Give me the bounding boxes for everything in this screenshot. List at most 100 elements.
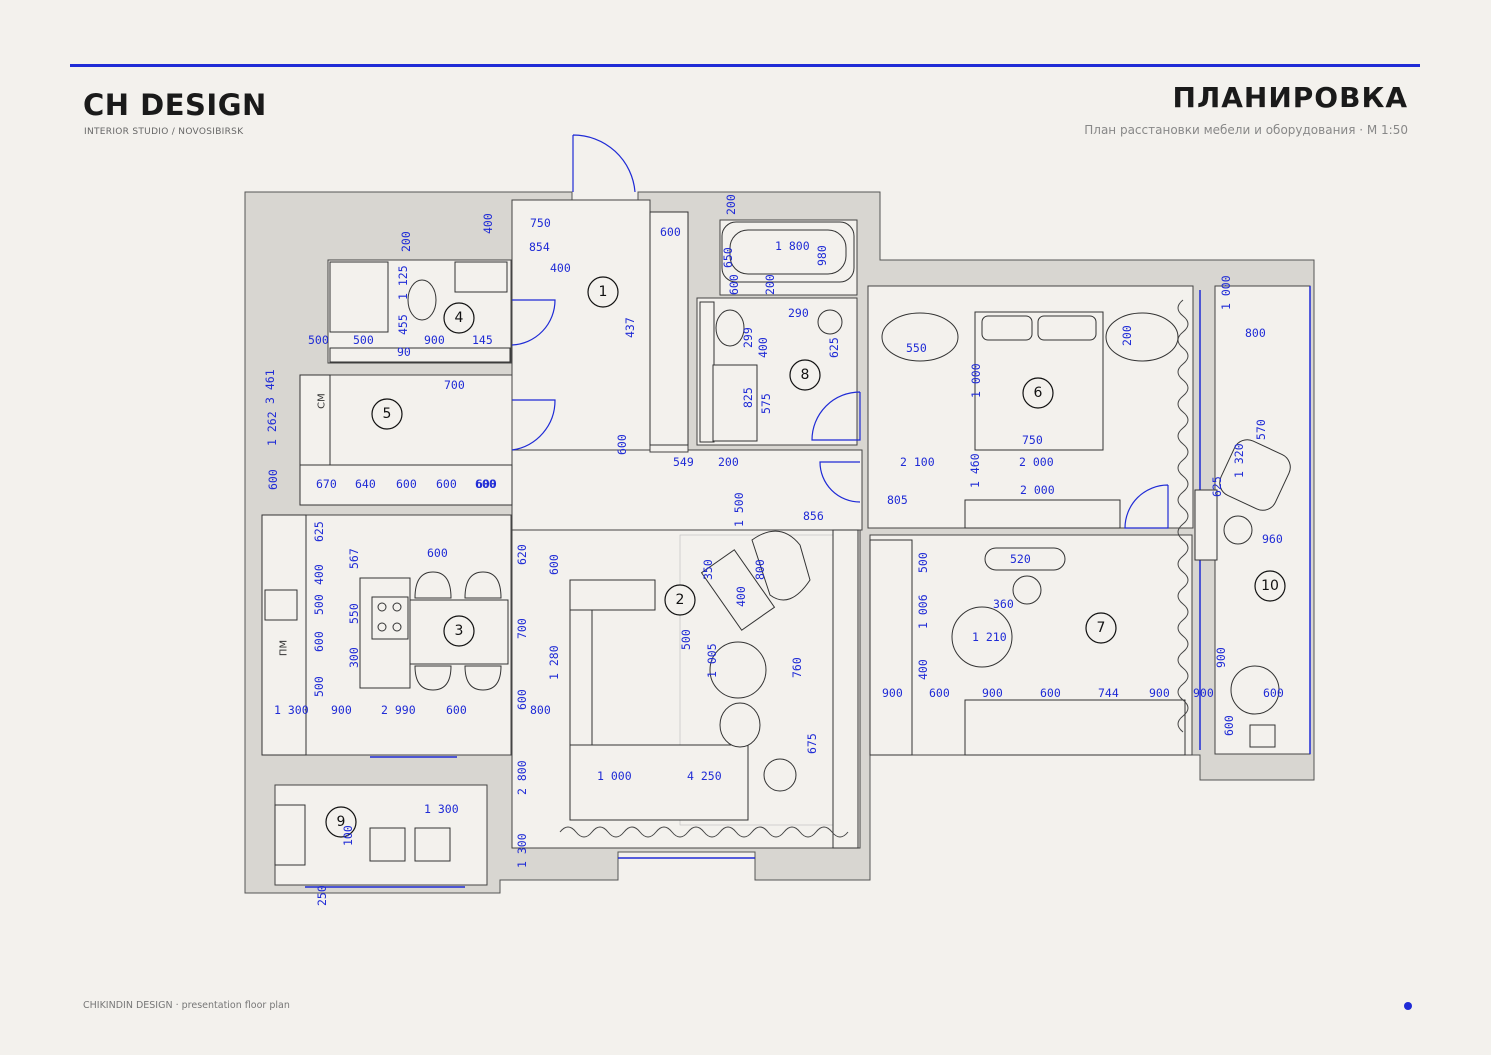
dimension-label: 250 — [315, 885, 329, 906]
dimension-label: 550 — [347, 603, 361, 624]
dimension-label: 600 — [727, 274, 741, 295]
room-number: 4 — [455, 310, 464, 326]
dimension-label: 200 — [399, 231, 413, 252]
dimension-label: 360 — [993, 597, 1014, 611]
dimension-label: 1 006 — [916, 594, 930, 629]
dimension-label: 600 — [475, 477, 496, 491]
dimension-label: 640 — [355, 477, 376, 491]
dimension-label: 750 — [530, 216, 551, 230]
dimension-label: 900 — [331, 703, 352, 717]
dimension-label: 1 000 — [1219, 275, 1233, 310]
dimension-label: 800 — [753, 559, 767, 580]
dimension-label: 900 — [1193, 686, 1214, 700]
dimension-label: 1 300 — [515, 833, 529, 868]
dimension-label: 1 320 — [1232, 443, 1246, 478]
dimension-label: 744 — [1098, 686, 1119, 700]
room-marker-8 — [789, 359, 821, 391]
room-9-furniture — [274, 804, 451, 866]
room-number: 1 — [599, 284, 608, 300]
dimension-label: 437 — [623, 317, 637, 338]
dimension-label: 625 — [312, 521, 326, 542]
dimension-label: 600 — [547, 554, 561, 575]
bedroom-furniture — [881, 311, 1179, 529]
room-number: 9 — [337, 814, 346, 830]
dimension-label: 700 — [515, 618, 529, 639]
room-number: 3 — [455, 623, 464, 639]
dimension-label: 400 — [312, 564, 326, 585]
dimension-label: 600 — [312, 631, 326, 652]
dimension-label: 600 — [427, 546, 448, 560]
dimension-label: 575 — [759, 393, 773, 414]
dimension-label: 1 320 — [0, 0, 35, 3]
brand-subtitle: INTERIOR STUDIO / NOVOSIBIRSK — [84, 127, 244, 137]
doors — [511, 134, 1169, 529]
dimension-label: 980 — [815, 245, 829, 266]
dimension-label: 670 — [316, 477, 337, 491]
dimension-label: 200 — [1120, 325, 1134, 346]
room-number: 2 — [676, 592, 685, 608]
brand-logo: CH DESIGN — [83, 88, 267, 122]
room-7-furniture — [869, 539, 1186, 756]
dishwasher-label: ПМ — [279, 640, 290, 656]
room-marker-9 — [325, 806, 357, 838]
dimension-label: 570 — [1254, 419, 1268, 440]
dimension-label: 500 — [353, 333, 374, 347]
dimension-label: 1 125 — [396, 265, 410, 300]
dimension-label: 600 — [396, 477, 417, 491]
dimension-label: 600 — [476, 477, 497, 491]
dimension-label: 400 — [734, 586, 748, 607]
dimension-label: 3 461 — [263, 369, 277, 404]
dimension-label: 600 — [660, 225, 681, 239]
bathroom-8-fixtures — [649, 211, 855, 446]
dimension-label: 299 — [741, 327, 755, 348]
dimension-label: 900 — [1149, 686, 1170, 700]
dimension-label: 760 — [790, 657, 804, 678]
dimension-label: 1 262 — [265, 411, 279, 446]
dimension-label: 700 — [444, 378, 465, 392]
dimension-label: 500 — [679, 629, 693, 650]
dimension-label: 1 280 — [547, 645, 561, 680]
dimension-label: 1 460 — [968, 453, 982, 488]
dimension-label: 567 — [347, 548, 361, 569]
dimension-label: 290 — [788, 306, 809, 320]
kitchen-furniture — [261, 374, 513, 756]
room-marker-5 — [371, 398, 403, 430]
dimension-label: 549 — [673, 455, 694, 469]
header-rule — [70, 64, 1420, 67]
dimension-label: 455 — [396, 314, 410, 335]
room-marker-7 — [1085, 612, 1117, 644]
dimension-label: 825 — [741, 387, 755, 408]
dimension-label: 600 — [266, 469, 280, 490]
dimension-label: 960 — [1262, 532, 1283, 546]
dimension-label: 1 210 — [0, 0, 35, 3]
dimension-label: 500 — [916, 552, 930, 573]
dimension-label: 100 — [341, 825, 355, 846]
dimension-label: 600 — [0, 0, 21, 3]
dimension-label: 400 — [756, 337, 770, 358]
dimension-label: 600 — [1263, 686, 1284, 700]
dimension-label: 600 — [436, 477, 457, 491]
dimension-label: 2 100 — [900, 455, 935, 469]
dimension-label: 520 — [1010, 552, 1031, 566]
dimension-label: 400 — [550, 261, 571, 275]
dimension-label: 600 — [1040, 686, 1061, 700]
dimension-label: 350 — [701, 559, 715, 580]
dimension-label: 2 800 — [515, 760, 529, 795]
dimension-label: 400 — [481, 213, 495, 234]
dimension-label: 2 000 — [1020, 483, 1055, 497]
dimension-label: 805 — [887, 493, 908, 507]
dimension-label: 854 — [529, 240, 550, 254]
dimension-label: 650 — [721, 247, 735, 268]
dimension-label: 800 — [1245, 326, 1266, 340]
bathroom-4-fixtures — [329, 261, 511, 363]
dimension-label: 90 — [397, 345, 411, 359]
dimension-label: 1 300 — [274, 703, 309, 717]
dimension-label: 1 000 — [969, 363, 983, 398]
dimension-label: 625 — [1210, 476, 1224, 497]
footer-note: CHIKINDIN DESIGN · presentation floor pl… — [83, 1000, 290, 1011]
page-subtitle: План расстановки мебели и оборудования ·… — [1084, 123, 1408, 137]
dimension-label: 620 — [515, 544, 529, 565]
dimension-label: 625 — [827, 337, 841, 358]
dimension-label: 145 — [472, 333, 493, 347]
